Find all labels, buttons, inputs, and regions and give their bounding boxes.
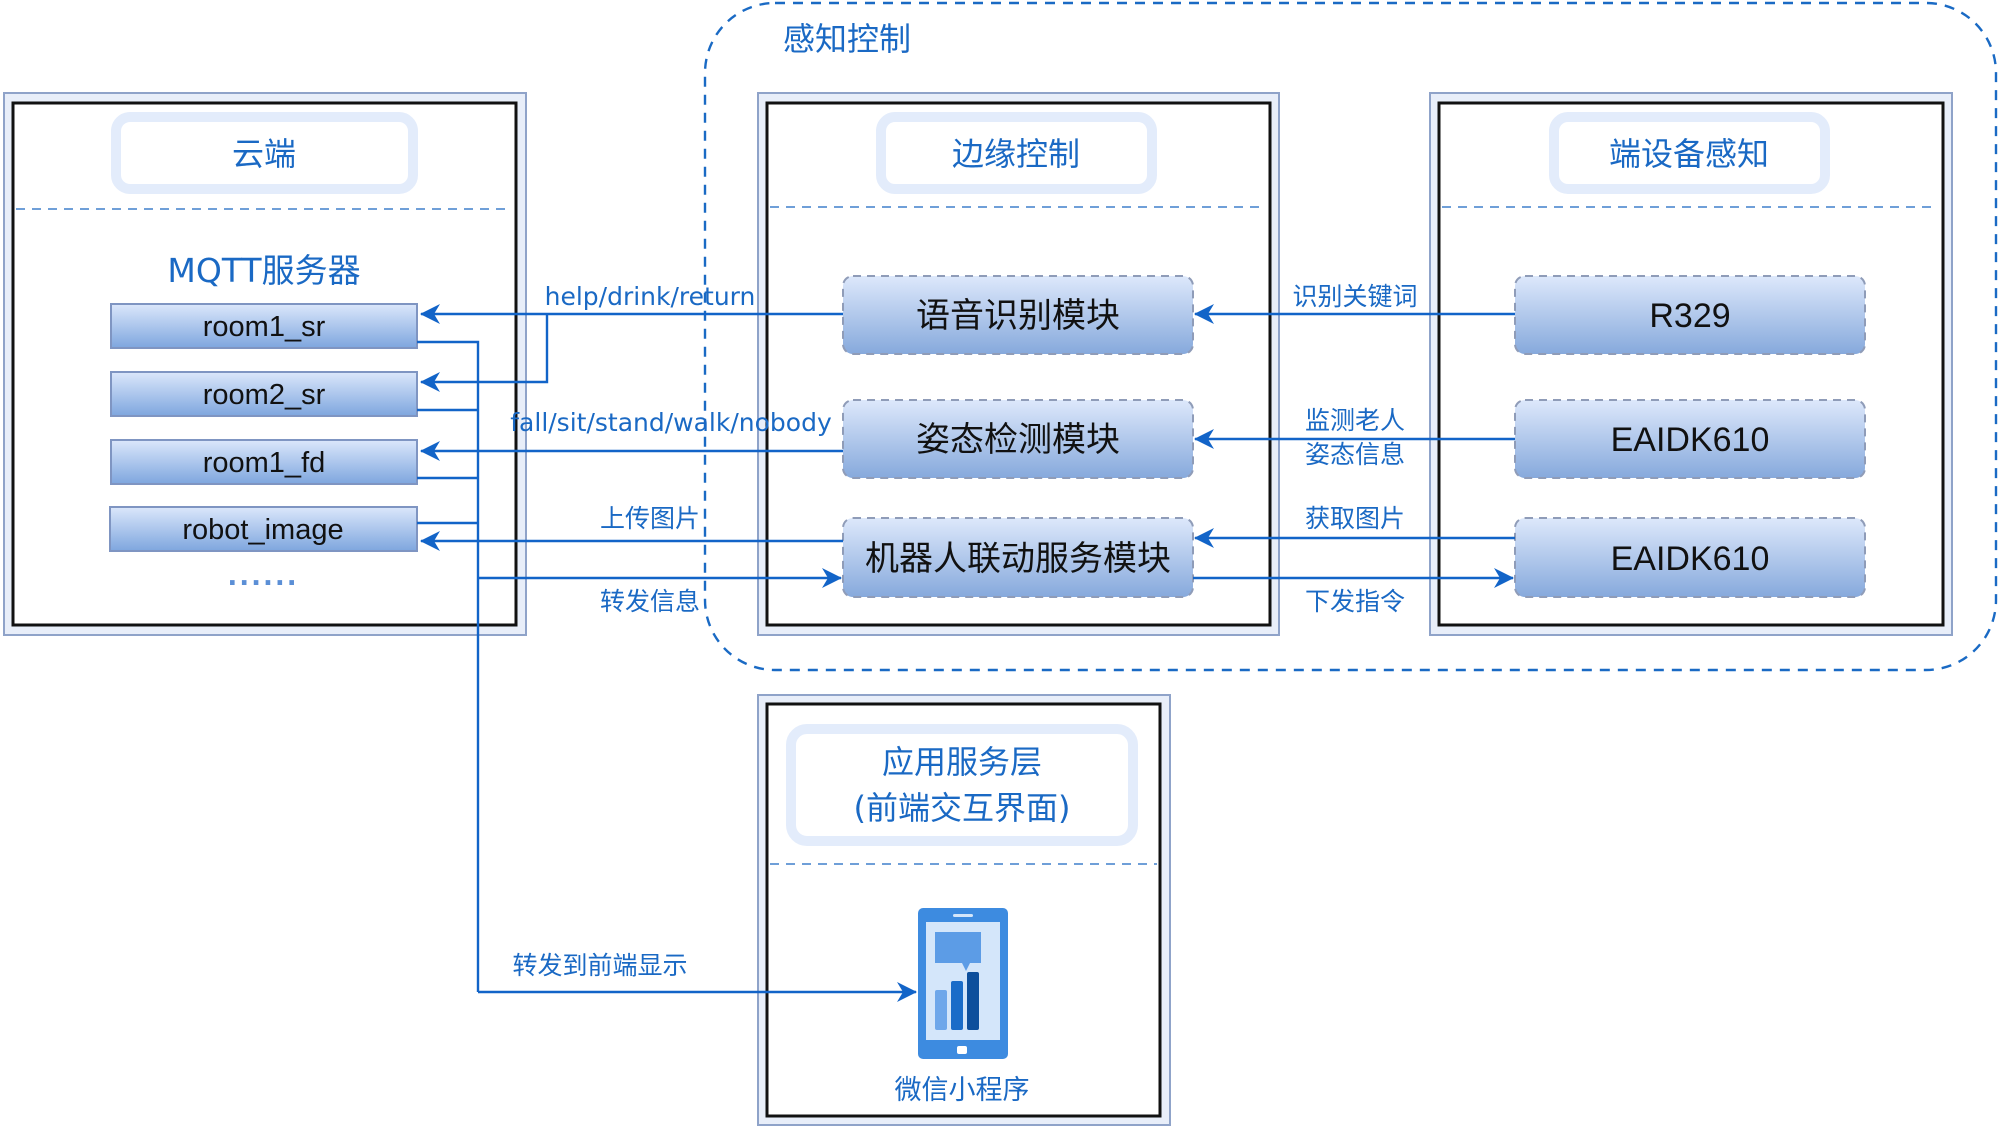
label-keyword-recognition: 识别关键词 [1292, 282, 1417, 311]
label-send-command: 下发指令 [1305, 587, 1405, 616]
device-perception-panel: 端设备感知 R329 EAIDK610 EAIDK610 [1429, 92, 1953, 636]
label-monitor-line2: 姿态信息 [1305, 440, 1405, 469]
topic-box[interactable] [110, 439, 418, 485]
topic-room1-sr[interactable]: room1_sr [110, 303, 418, 349]
topic-room1-fd[interactable]: room1_fd [110, 439, 418, 485]
cloud-header-pill [111, 112, 418, 194]
chart-bar-high [967, 972, 979, 1030]
edge-header-pill [876, 112, 1157, 194]
container-title: 感知控制 [783, 20, 911, 58]
topic-label: room1_fd [203, 447, 326, 479]
topic-label: room2_sr [203, 379, 326, 411]
chart-bar-mid [951, 981, 963, 1030]
flow-speech-to-room2 [420, 314, 549, 392]
device-box[interactable] [1514, 275, 1866, 355]
label-forward-info: 转发信息 [600, 587, 700, 616]
device-box[interactable] [1514, 517, 1866, 598]
device-eaidk610-robot[interactable]: EAIDK610 [1514, 517, 1866, 598]
topic-robot-image[interactable]: robot_image [109, 506, 418, 552]
app-header-line1: 应用服务层 [882, 743, 1042, 781]
app-header-line2: (前端交互界面) [854, 789, 1071, 827]
module-label: 姿态检测模块 [916, 420, 1120, 460]
device-label: R329 [1649, 297, 1730, 335]
bus-line [417, 340, 480, 992]
cloud-panel: 云端 MQTT服务器 room1_sr room2_sr room1_fd ro… [3, 92, 527, 636]
chat-bubble [935, 932, 981, 971]
device-label: EAIDK610 [1611, 540, 1770, 578]
topic-room2-sr[interactable]: room2_sr [110, 371, 418, 417]
label-get-image: 获取图片 [1305, 504, 1405, 533]
label-to-frontend: 转发到前端显示 [512, 951, 687, 980]
phone-speaker [953, 914, 973, 917]
device-box[interactable] [1514, 399, 1866, 479]
topic-label: robot_image [182, 514, 343, 546]
container-border [703, 1, 1998, 672]
application-service-panel: 应用服务层 (前端交互界面) 微信小程序 [757, 694, 1171, 1126]
module-box[interactable] [842, 275, 1194, 355]
topic-box[interactable] [110, 371, 418, 417]
edge-header: 边缘控制 [952, 135, 1080, 173]
speech-recognition-module[interactable]: 语音识别模块 [842, 275, 1194, 355]
chart-bar-low [935, 990, 947, 1030]
device-header: 端设备感知 [1609, 135, 1769, 173]
label-upload-image: 上传图片 [600, 504, 700, 533]
device-header-pill [1549, 112, 1830, 194]
phone-home-button [957, 1046, 967, 1054]
module-box[interactable] [842, 517, 1194, 598]
cloud-header: 云端 [232, 135, 296, 173]
app-header-pill [786, 724, 1138, 846]
label-posture-states: fall/sit/stand/walk/nobody [510, 408, 832, 437]
label-monitor-line1: 监测老人 [1305, 406, 1405, 435]
robot-linkage-service-module[interactable]: 机器人联动服务模块 [842, 517, 1194, 598]
module-label: 机器人联动服务模块 [865, 539, 1171, 579]
module-box[interactable] [842, 399, 1194, 479]
edge-control-panel: 边缘控制 语音识别模块 姿态检测模块 机器人联动服务模块 [757, 92, 1280, 636]
wechat-miniprogram-label: 微信小程序 [895, 1075, 1030, 1106]
flows: help/drink/return fall/sit/stand/walk/no… [417, 282, 1515, 1002]
topic-label: room1_sr [203, 311, 326, 343]
topic-box[interactable] [110, 303, 418, 349]
label-help-drink-return: help/drink/return [545, 282, 756, 311]
smartphone-chart-icon[interactable] [918, 908, 1008, 1059]
device-r329[interactable]: R329 [1514, 275, 1866, 355]
posture-detection-module[interactable]: 姿态检测模块 [842, 399, 1194, 479]
mqtt-server-label: MQTT服务器 [167, 251, 360, 290]
topic-box[interactable] [109, 506, 418, 552]
more-topics-ellipsis: ...... [227, 562, 298, 592]
device-eaidk610-posture[interactable]: EAIDK610 [1514, 399, 1866, 479]
device-label: EAIDK610 [1611, 421, 1770, 459]
perception-control-container: 感知控制 [703, 1, 1998, 672]
module-label: 语音识别模块 [916, 296, 1120, 336]
